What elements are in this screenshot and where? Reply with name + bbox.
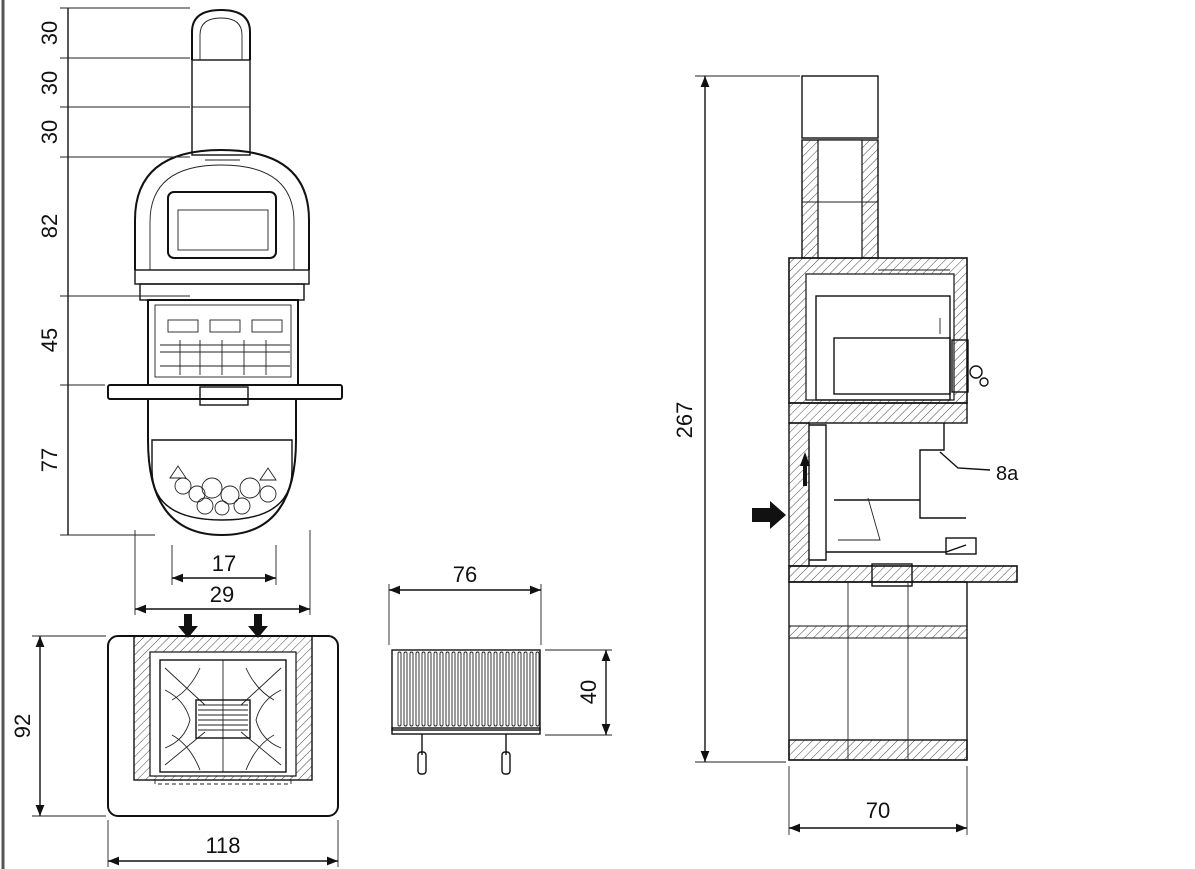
airflow-arrow-up: [800, 452, 810, 486]
grate-fins: [397, 651, 540, 727]
chimney-hook: [191, 8, 251, 60]
callout-8a: 8a: [996, 463, 1019, 485]
dim-total-height: 267: [672, 402, 697, 439]
air-inlet-arrow-left: [178, 614, 198, 638]
side-shelf: [788, 565, 1018, 583]
firewood-logs: [169, 465, 277, 516]
dim-hood: 82: [37, 214, 62, 238]
air-intake-arrow: [752, 501, 786, 529]
dim-grate-width: 76: [453, 562, 477, 587]
dim-inner-width: 29: [210, 582, 234, 607]
dim-chimney-low: 30: [37, 120, 62, 144]
wood-storage: [151, 439, 293, 521]
hood-dome: [134, 148, 310, 270]
dim-grate-height: 40: [576, 680, 601, 704]
side-base: [788, 581, 968, 761]
side-chimney-cap: [801, 75, 879, 139]
plan-vent: [195, 699, 251, 739]
dim-firebox: 45: [37, 328, 62, 352]
chimney: [191, 59, 251, 156]
dim-opening-width: 17: [212, 551, 236, 576]
grate-body: [391, 649, 541, 731]
dim-chimney-top: 30: [37, 21, 62, 45]
dim-side-depth: 70: [866, 798, 890, 823]
air-inlet-arrow-right: [248, 614, 268, 638]
dim-plan-depth: 92: [10, 714, 35, 738]
dim-plan-width: 118: [205, 833, 240, 858]
side-back-wall: [788, 422, 810, 567]
plan-view: 92 118: [10, 614, 339, 867]
grate-handles: [417, 734, 511, 775]
firebox: [147, 299, 299, 386]
dim-chimney-mid: 30: [37, 71, 62, 95]
grate-view: 76 40: [388, 562, 612, 775]
side-view: 8a 267 70: [672, 75, 1019, 835]
hood-glass-panel: [167, 191, 277, 259]
callout-leader: [939, 451, 991, 471]
front-view: 30 30 30 82 45 77 17 29: [37, 7, 343, 615]
shelf: [107, 384, 343, 400]
dim-base: 77: [37, 448, 62, 472]
